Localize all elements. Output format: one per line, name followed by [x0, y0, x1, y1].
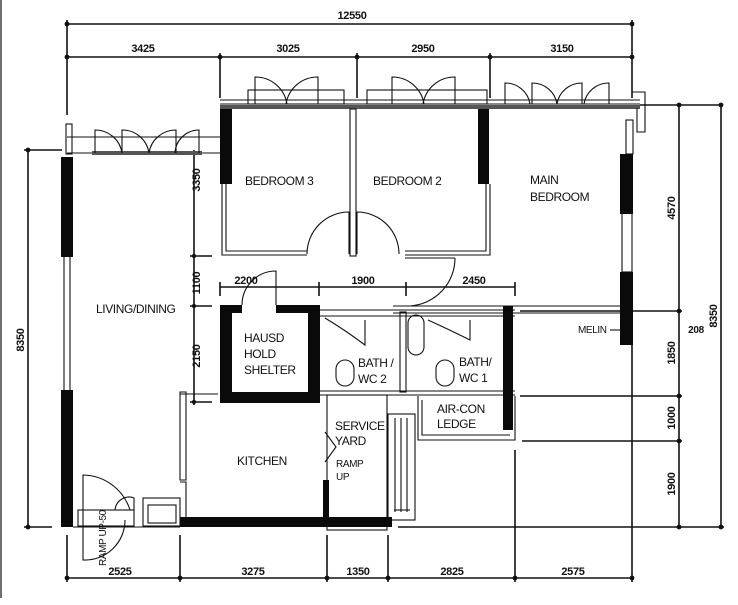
- dim-bottom-1: 2525: [108, 566, 131, 578]
- label-bath-wc1-2: WC 1: [459, 371, 488, 385]
- label-bedroom-2: BEDROOM 2: [373, 174, 442, 188]
- label-mech: MELIN: [578, 325, 607, 336]
- dimension-lines: [24, 20, 724, 582]
- label-service-yard-2: YARD: [335, 434, 367, 448]
- dim-top-total: 12550: [337, 10, 366, 22]
- label-main-bedroom-2: BEDROOM: [530, 190, 590, 204]
- dim-right-total: 8350: [708, 304, 720, 327]
- label-shelter-3: SHELTER: [244, 363, 296, 377]
- dim-top-1: 3425: [131, 43, 154, 55]
- label-ramp-up-entry: RAMP UP-50: [98, 509, 109, 566]
- dim-top-2: 3025: [276, 43, 299, 55]
- dim-inner-left-1: 3350: [191, 168, 203, 191]
- room-labels: BEDROOM 3 BEDROOM 2 MAIN BEDROOM LIVING/…: [96, 173, 621, 566]
- label-bath-wc1-1: BATH/: [459, 355, 493, 369]
- label-bath-wc2-2: WC 2: [358, 372, 387, 386]
- dim-bottom-2: 3275: [241, 566, 264, 578]
- dim-left-total: 8350: [15, 328, 27, 351]
- label-bedroom-3: BEDROOM 3: [245, 174, 314, 188]
- label-aircon-1: AIR-CON: [437, 402, 485, 416]
- dim-right-2: 1850: [666, 341, 678, 364]
- dim-right-4: 1900: [666, 472, 678, 495]
- label-living-dining: LIVING/DINING: [96, 302, 176, 316]
- label-kitchen: KITCHEN: [237, 454, 287, 468]
- dim-right-3: 1000: [666, 406, 678, 429]
- label-service-yard-1: SERVICE: [335, 419, 385, 433]
- dimension-labels: 12550 3425 3025 2950 3150 8350 3350 1100…: [15, 10, 720, 578]
- dim-right-small: 208: [688, 325, 705, 336]
- dim-corridor-1: 2200: [234, 275, 257, 287]
- dim-corridor-3: 2450: [462, 275, 485, 287]
- dim-bottom-3: 1350: [346, 566, 369, 578]
- label-aircon-2: LEDGE: [437, 417, 476, 431]
- dim-right-1: 4570: [666, 196, 678, 219]
- top-windows: [65, 76, 646, 155]
- label-ramp-up-service-2: UP: [336, 472, 350, 483]
- dim-inner-left-2: 1100: [191, 271, 203, 294]
- dim-corridor-2: 1900: [351, 275, 374, 287]
- dim-bottom-4: 2825: [440, 566, 463, 578]
- label-ramp-up-service-1: RAMP: [336, 459, 364, 470]
- dim-inner-left-3: 2150: [191, 344, 203, 367]
- label-shelter-2: HOLD: [244, 347, 276, 361]
- dim-bottom-5: 2575: [561, 566, 584, 578]
- dim-top-4: 3150: [550, 43, 573, 55]
- label-main-bedroom-1: MAIN: [530, 173, 558, 187]
- dim-top-3: 2950: [411, 43, 434, 55]
- label-shelter-1: HAUSD: [244, 331, 285, 345]
- label-bath-wc2-1: BATH /: [358, 356, 394, 370]
- walls: [61, 108, 634, 561]
